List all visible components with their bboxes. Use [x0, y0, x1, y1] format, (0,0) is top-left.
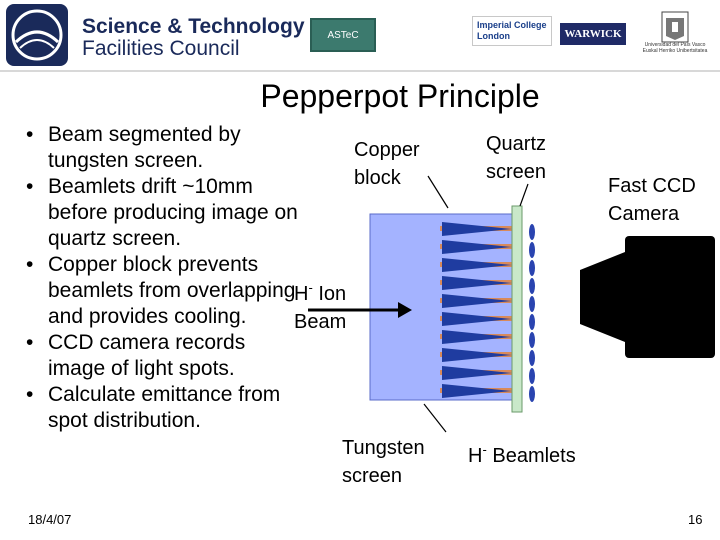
imperial-line1: Imperial College	[477, 20, 547, 30]
beamlet-cone	[442, 384, 512, 398]
quartz-pointer	[519, 183, 529, 207]
beamlet-cone	[442, 276, 512, 290]
image-spot	[529, 386, 535, 402]
beamlets-suffix: Beamlets	[487, 445, 576, 467]
slide-date: 18/4/07	[28, 512, 72, 527]
tungsten-screen-label: Tungsten	[342, 437, 425, 459]
quartz-screen-label-line2: screen	[486, 161, 546, 183]
ion-beam-label-line2: Beam	[294, 311, 346, 333]
beamlet-cone	[442, 240, 512, 254]
quartz-screen	[511, 205, 523, 413]
basque-university-logo-icon	[661, 11, 689, 43]
ion-beam-suffix: Ion	[313, 283, 346, 305]
ion-beam-arrow-icon	[308, 302, 412, 318]
beamlets-label: H- Beamlets	[468, 442, 576, 467]
beamlet-cone	[442, 348, 512, 362]
imperial-line2: London	[477, 31, 510, 41]
bullet-item: Calculate emittance from spot distributi…	[22, 382, 302, 434]
header-divider	[0, 70, 720, 72]
copper-block-label-line2: block	[354, 167, 402, 189]
image-spot	[529, 242, 535, 258]
image-spot	[529, 314, 535, 330]
bullet-item: Beam segmented by tungsten screen.	[22, 122, 302, 174]
slide-title: Pepperpot Principle	[260, 78, 540, 114]
ccd-camera-label-line2: Camera	[608, 203, 680, 225]
basque-line1: Universidad del País Vasco	[644, 42, 706, 48]
beamlet-cone	[442, 258, 512, 272]
beamlet-cone	[442, 222, 512, 236]
quartz-image-spots	[529, 224, 535, 402]
copper-block-pointer	[427, 175, 449, 209]
bullet-item: Beamlets drift ~10mm before producing im…	[22, 174, 302, 252]
image-spot	[529, 224, 535, 240]
stfc-wordmark: Science & Technology Facilities Council	[82, 16, 305, 60]
ion-beam-sup: -	[308, 280, 312, 295]
beamlet-cone	[442, 294, 512, 308]
image-spot	[529, 368, 535, 384]
tungsten-screen-label-line2: screen	[342, 465, 402, 487]
image-spot	[529, 332, 535, 348]
beamlets-h: H	[468, 445, 482, 467]
beamlet-cone	[442, 330, 512, 344]
ccd-camera-label: Fast CCD	[608, 175, 696, 197]
beamlet-cone	[442, 366, 512, 380]
image-spot	[529, 260, 535, 276]
imperial-college-logo: Imperial College London	[472, 16, 552, 46]
beamlet-cones	[442, 222, 512, 398]
image-spot	[529, 278, 535, 294]
stfc-logo-icon	[6, 4, 68, 66]
beamlet-cone	[442, 312, 512, 326]
stfc-name-line2: Facilities Council	[82, 37, 240, 60]
tungsten-pointer	[423, 403, 447, 433]
ion-beam-h: H	[294, 283, 308, 305]
quartz-screen-label: Quartz	[486, 133, 546, 155]
image-spot	[529, 350, 535, 366]
ccd-camera-icon	[580, 236, 715, 358]
warwick-logo: WARWICK	[560, 23, 626, 45]
astec-logo: ASTeC	[310, 18, 376, 52]
bullet-item: CCD camera records image of light spots.	[22, 330, 302, 382]
image-spot	[529, 296, 535, 312]
slide-page-number: 16	[688, 512, 703, 527]
basque-line2: Euskal Herriko Unibertsitatea	[642, 48, 708, 54]
beamlets-sup: -	[482, 442, 486, 457]
bullet-list: Beam segmented by tungsten screen. Beaml…	[22, 122, 302, 434]
pepperpot-diagram: Copper block Quartz screen Fast CCD Came…	[294, 133, 715, 487]
copper-block-label: Copper	[354, 139, 420, 161]
stfc-name-line1: Science & Technology	[82, 15, 305, 38]
header-banner: Science & Technology Facilities Council …	[0, 0, 720, 70]
basque-university-label: Universidad del País Vasco Euskal Herrik…	[634, 42, 716, 54]
bullet-item: Copper block prevents beamlets from over…	[22, 252, 302, 330]
ion-beam-label: H- Ion	[294, 280, 346, 305]
